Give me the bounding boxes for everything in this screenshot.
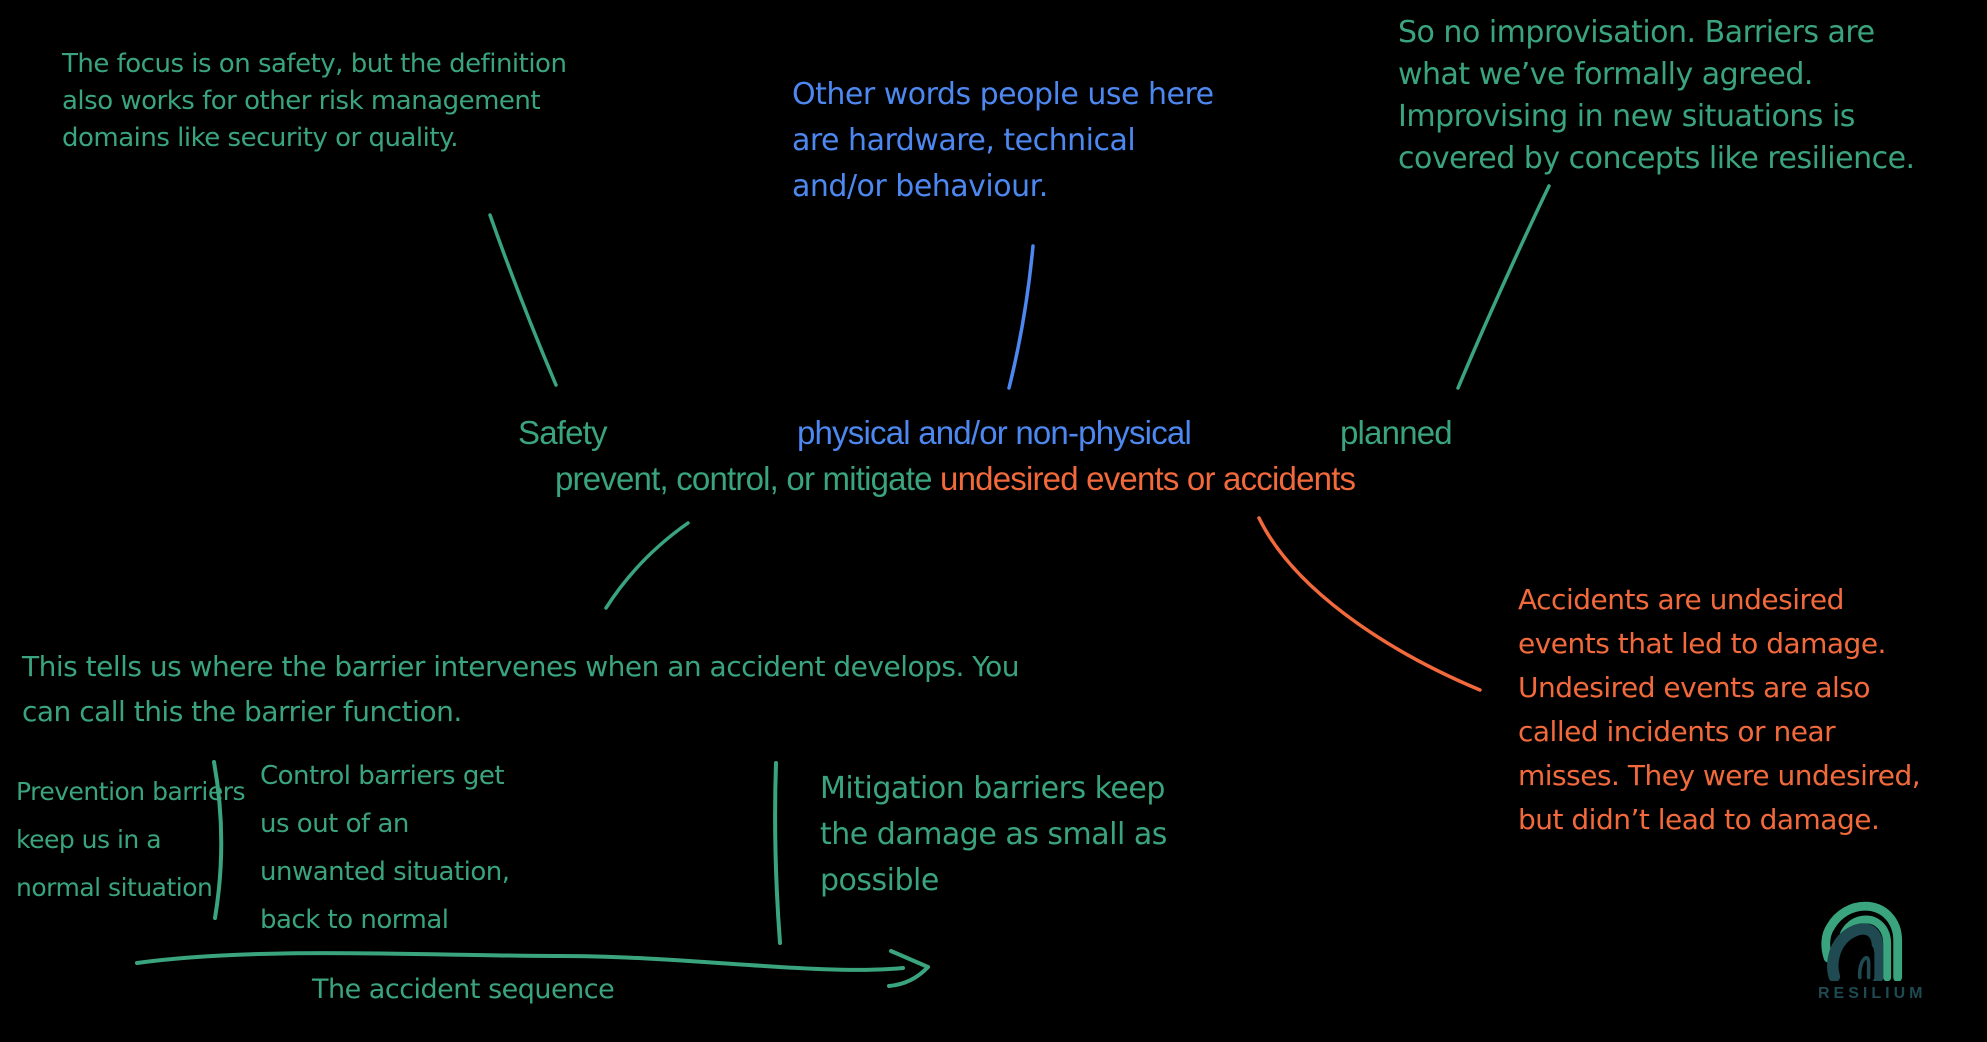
accident-sequence-arrow-line bbox=[135, 951, 905, 972]
note-mitigation-barriers: Mitigation barriers keep the damage as s… bbox=[820, 771, 1167, 898]
definition-word-planned: planned bbox=[1340, 414, 1453, 451]
divider-line-control-mitigation bbox=[773, 761, 782, 945]
note-barrier-function: This tells us where the barrier interven… bbox=[22, 650, 1020, 728]
resilium-logo-arch-icon bbox=[1821, 901, 1903, 981]
note-prevention-barriers: Prevention barriers keep us in a normal … bbox=[16, 777, 246, 902]
definition-phrase-undesired-events: undesired events or accidents bbox=[940, 460, 1356, 497]
resilium-logo-wordmark: RESILIUM bbox=[1818, 985, 1927, 1002]
divider-brace-prevention-control bbox=[212, 760, 224, 920]
definition-line-2: prevent, control, or mitigate undesired … bbox=[555, 460, 1356, 498]
definition-word-physical-nonphysical: physical and/or non-physical bbox=[797, 414, 1192, 451]
note-no-improvisation: So no improvisation. Barriers are what w… bbox=[1398, 15, 1915, 176]
accident-sequence-arrowhead bbox=[887, 949, 930, 988]
accident-sequence-label: The accident sequence bbox=[312, 974, 615, 1005]
connector-line-focus-to-safety bbox=[488, 213, 558, 387]
connector-line-to-accidents-note bbox=[1257, 516, 1482, 692]
resilium-logo: RESILIUM bbox=[1818, 893, 1930, 1003]
note-focus-on-safety: The focus is on safety, but the definiti… bbox=[62, 49, 567, 153]
connector-line-improvisation-to-planned bbox=[1456, 184, 1551, 390]
note-control-barriers: Control barriers get us out of an unwant… bbox=[260, 761, 510, 935]
connector-line-otherwords-to-physical bbox=[1007, 244, 1035, 390]
definition-phrase-prevent-control-mitigate: prevent, control, or mitigate bbox=[555, 460, 941, 497]
note-accidents-undesired-events: Accidents are undesired events that led … bbox=[1518, 583, 1921, 836]
definition-word-safety: Safety bbox=[518, 414, 608, 451]
note-other-words: Other words people use here are hardware… bbox=[792, 77, 1214, 204]
connector-line-to-barrier-function bbox=[604, 521, 690, 610]
